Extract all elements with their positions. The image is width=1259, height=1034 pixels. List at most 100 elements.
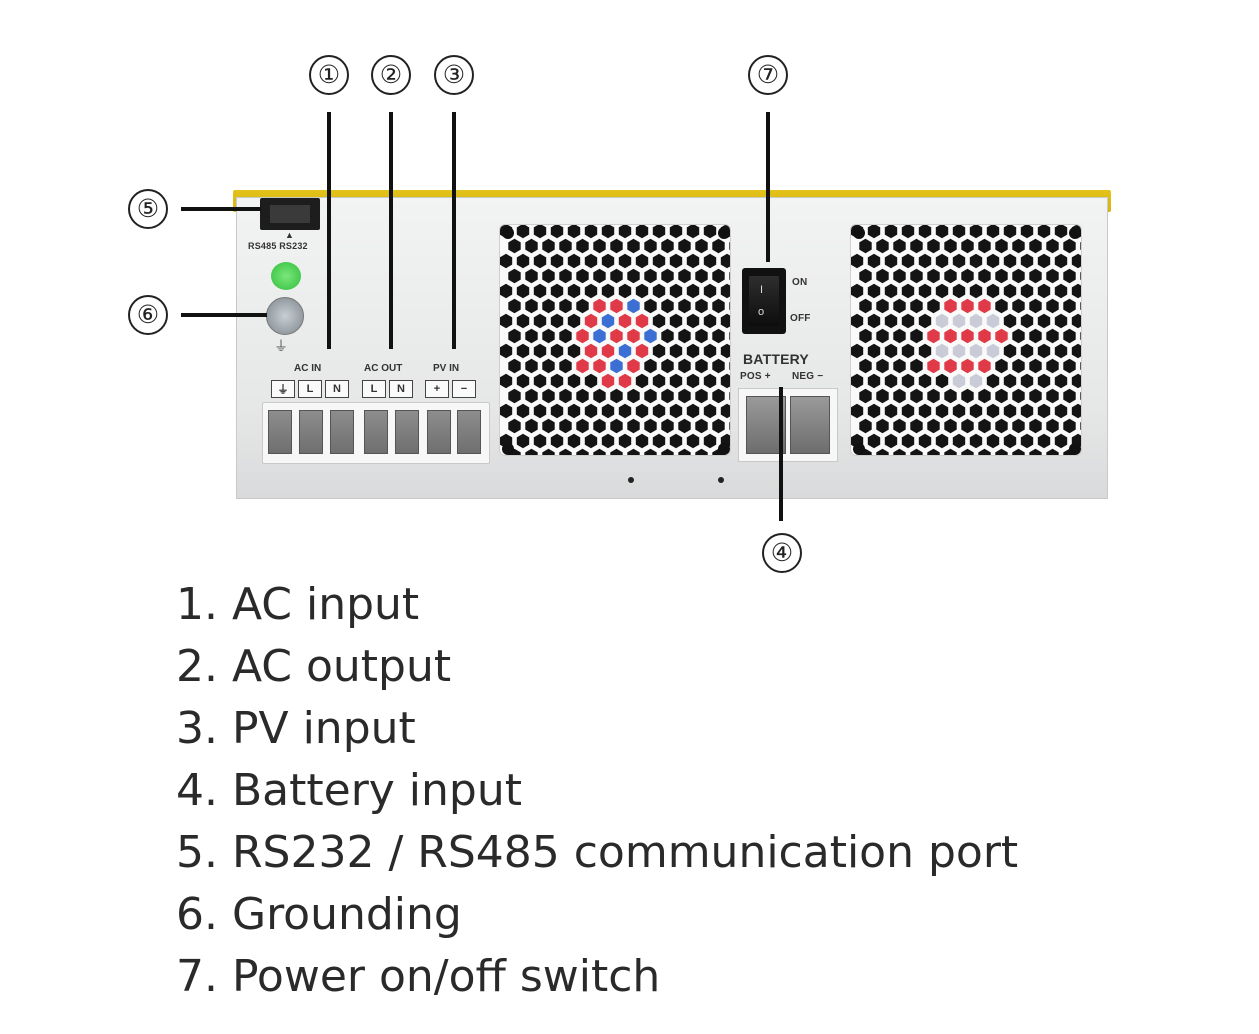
fan-grill-hole	[910, 328, 923, 344]
fan-grill-hole	[1037, 403, 1051, 419]
fan-grill-hole	[644, 448, 657, 455]
fan-grill-hole	[627, 298, 640, 314]
fan-grill-hole	[1046, 418, 1059, 434]
fan-grill-hole	[1054, 283, 1068, 299]
fan-grill-hole	[961, 238, 974, 254]
fan-grill-hole	[1054, 373, 1068, 389]
fan-grill-hole	[876, 448, 889, 455]
fan-grill-hole	[635, 225, 649, 239]
fan-grill-hole	[610, 238, 623, 254]
fan-grill-hole	[686, 253, 700, 269]
fan-grill-hole	[1054, 433, 1068, 449]
fan-grill-hole	[559, 238, 572, 254]
fan-grill-hole	[593, 418, 606, 434]
fan-grill-hole	[1037, 343, 1051, 359]
fan-grill-hole	[516, 343, 530, 359]
fan-grill-hole	[1063, 298, 1076, 314]
fan-grill-hole	[542, 298, 555, 314]
fan-grill-hole	[851, 373, 864, 389]
fan-grill-hole	[542, 268, 555, 284]
ac-in-n-terminal-label: N	[325, 380, 349, 398]
fan-grill-hole	[584, 373, 598, 389]
fan-grill-hole	[686, 313, 700, 329]
fan-grill-hole	[1029, 448, 1042, 455]
fan-grill-hole	[610, 358, 623, 374]
fan-grill-hole	[610, 298, 623, 314]
fan-grill-hole	[1003, 253, 1017, 269]
rs-port-socket	[270, 205, 310, 223]
battery-neg-terminal	[790, 396, 830, 454]
fan-grill-hole	[1046, 358, 1059, 374]
fan-grill-hole	[867, 343, 881, 359]
fan-grill-hole	[851, 253, 864, 269]
fan-grill-hole	[1054, 403, 1068, 419]
fan-grill-hole	[618, 283, 632, 299]
callout-2: ②	[371, 55, 411, 95]
legend-item-pv-input: 3. PV input	[176, 703, 416, 754]
fan-grill-hole	[1037, 373, 1051, 389]
fan-grill-hole	[618, 343, 632, 359]
fan-grill-hole	[952, 403, 966, 419]
fan-grill-hole	[550, 373, 564, 389]
fan-grill-hole	[635, 373, 649, 389]
fan-grill-hole	[601, 343, 615, 359]
fan-grill-hole	[1012, 418, 1025, 434]
fan-grill-hole	[610, 268, 623, 284]
fan-grill-hole	[559, 358, 572, 374]
fan-grill-hole	[952, 433, 966, 449]
fan-grill-hole	[712, 298, 725, 314]
fan-grill-hole	[618, 433, 632, 449]
fan-grill-hole	[508, 418, 521, 434]
fan-grill-hole	[500, 313, 513, 329]
fan-grill-hole	[644, 238, 657, 254]
fan-grill-hole	[686, 433, 700, 449]
fan-grill-hole	[978, 328, 991, 344]
fan-grill-hole	[500, 283, 513, 299]
grounding-screw	[266, 297, 304, 335]
fan-grill-hole	[952, 283, 966, 299]
pv-in-label: PV IN	[433, 363, 460, 374]
fan-grill-hole	[1071, 403, 1081, 419]
fan-grill-hole	[525, 238, 538, 254]
fan-grill-hole	[618, 253, 632, 269]
fan-grill-hole	[876, 268, 889, 284]
fan-grill-hole	[1012, 328, 1025, 344]
fan-grill-hole	[695, 388, 708, 404]
fan-grill-hole	[1020, 225, 1034, 239]
ac-in-l-terminal-label: L	[298, 380, 322, 398]
fan-grill-hole	[1029, 328, 1042, 344]
fan-grill-hole	[910, 418, 923, 434]
fan-grill-hole	[601, 225, 615, 239]
fan-grill-hole	[661, 448, 674, 455]
fan-grill-hole	[935, 403, 949, 419]
fan-mount-screw	[853, 443, 865, 455]
fan-grill-hole	[559, 268, 572, 284]
fan-grill-hole	[500, 403, 513, 419]
fan-grill-hole	[1080, 361, 1081, 371]
fan-grill-hole	[635, 433, 649, 449]
fan-grill-hole	[1063, 418, 1076, 434]
fan-grill-hole	[593, 298, 606, 314]
fan-grill-hole	[729, 451, 730, 455]
fan-grill-hole	[610, 388, 623, 404]
fan-grill-hole	[944, 388, 957, 404]
fan-grill-hole	[533, 253, 547, 269]
fan-grill-hole	[661, 328, 674, 344]
fan-grill-hole	[584, 433, 598, 449]
fan-grill-hole	[559, 418, 572, 434]
fan-grill-hole	[910, 448, 923, 455]
fan-grill-hole	[584, 225, 598, 239]
fan-grill-hole	[901, 373, 915, 389]
switch-off-mark-icon: o	[758, 306, 765, 318]
fan-grill-hole	[935, 283, 949, 299]
battery-pos-label: POS +	[740, 371, 771, 382]
battery-neg-label: NEG −	[792, 371, 824, 382]
power-switch-rocker	[749, 276, 779, 326]
fan-grill-hole	[867, 253, 881, 269]
fan-grill-hole	[525, 418, 538, 434]
fan-grill-hole	[867, 403, 881, 419]
fan-grill-hole	[610, 328, 623, 344]
fan-grill-hole	[893, 298, 906, 314]
fan-grill-hole	[703, 433, 717, 449]
callout-line-2	[389, 112, 393, 349]
